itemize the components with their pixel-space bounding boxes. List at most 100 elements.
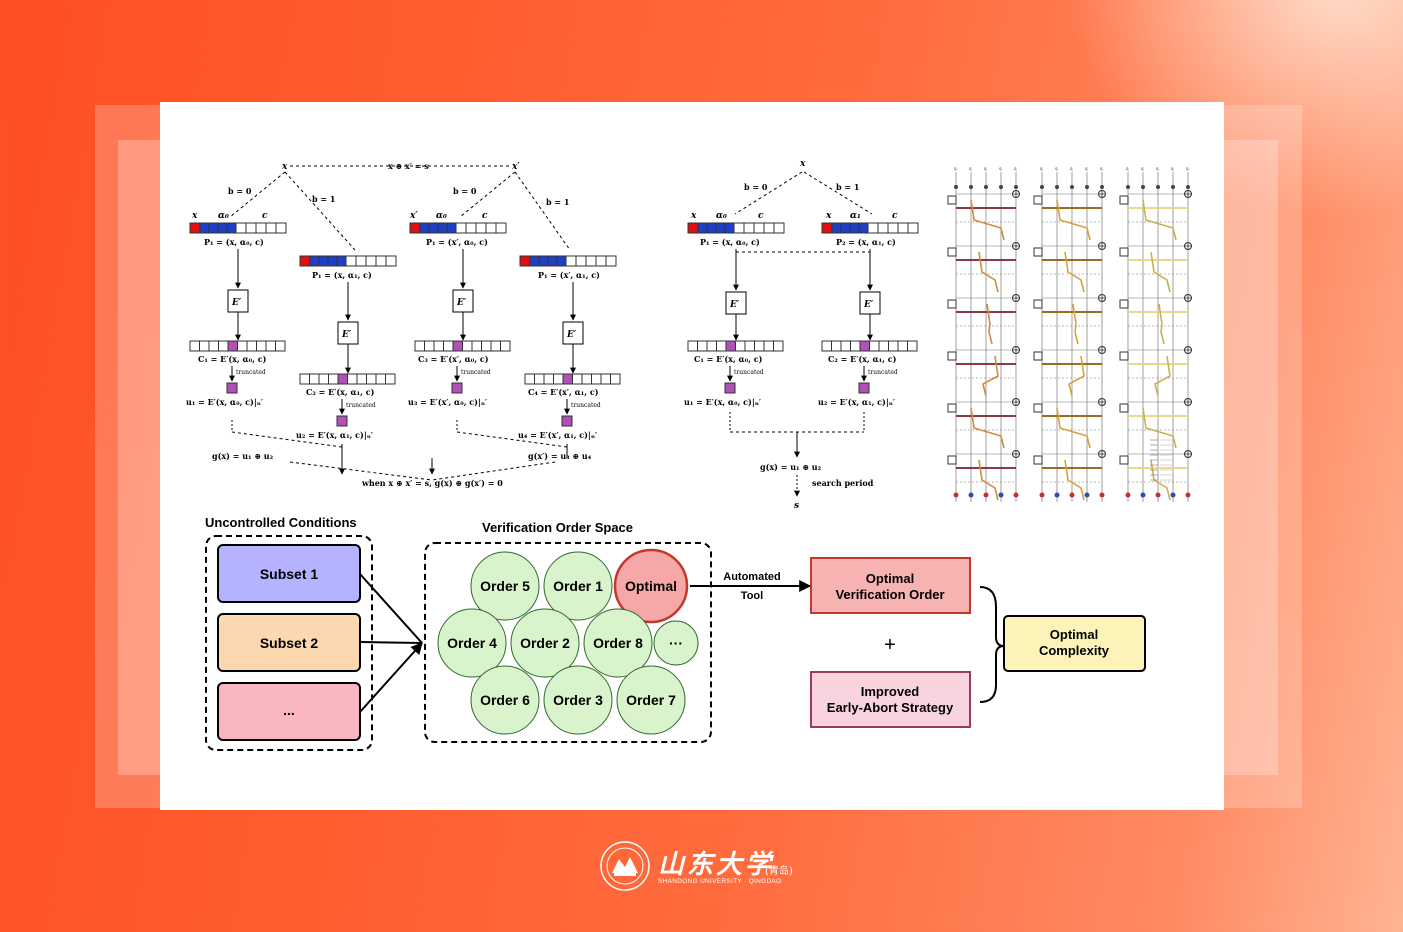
c-reg-cell (414, 340, 425, 352)
reg-cell-white (773, 222, 785, 234)
circuit-path (978, 251, 999, 293)
c-reg-cell (208, 340, 219, 352)
left-in-c: c (262, 211, 268, 221)
gate-box (1033, 195, 1043, 205)
circuit-path (1064, 251, 1085, 293)
c-reg-cell (452, 340, 463, 352)
c-reg-cell (754, 340, 765, 352)
reg-cell-red (299, 255, 311, 267)
left-in-xp: x′ (409, 211, 418, 221)
c-reg-cell (562, 373, 573, 385)
c-reg-cell (907, 340, 918, 352)
reg-cell-blue (831, 222, 842, 234)
left-c3: C₃ = E′(x′, α₀, c) (418, 354, 489, 364)
gate-box (1119, 247, 1129, 257)
c-reg-cell (246, 340, 257, 352)
order-label: Order 6 (480, 692, 530, 708)
c-reg-cell (462, 340, 473, 352)
left-b1-a: b = 1 (312, 194, 335, 204)
left-construction-diagram: x x ⊕ x′ = s x′ b = 0 b = 1 b = 0 b = 1 … (186, 161, 621, 488)
reg-cell-white (605, 255, 617, 267)
left-e1: E′ (231, 298, 242, 308)
left-var-xp: x′ (511, 162, 520, 172)
space-title: Verification Order Space (482, 520, 633, 535)
gate-box (1033, 299, 1043, 309)
c-reg-cell (375, 373, 386, 385)
logo-campus-cn: (青岛) (765, 866, 793, 877)
combine-brace (979, 586, 1005, 703)
reg-cell-blue (428, 222, 439, 234)
reg-cell-blue (697, 222, 708, 234)
reg-cell-blue (529, 255, 540, 267)
circuit-path (986, 303, 993, 345)
gate-box (1119, 299, 1129, 309)
mid-b0: b = 0 (744, 182, 768, 192)
reg-cell-white (565, 255, 577, 267)
gate-box (947, 403, 957, 413)
reg-cell-red (687, 222, 699, 234)
mid-e2: E′ (863, 300, 874, 310)
circuit-path (970, 407, 1005, 449)
reg-cell-white (465, 222, 477, 234)
c-reg-cell (543, 373, 554, 385)
order-label: ··· (669, 635, 683, 651)
left-u4: u₄ = E′(x′, α₁, c)|ₙ′ (518, 430, 597, 440)
reg-cell-white (355, 255, 367, 267)
reg-cell-red (821, 222, 833, 234)
subset-1-box (217, 544, 361, 603)
reg-cell-white (375, 255, 387, 267)
reg-cell-blue (858, 222, 869, 234)
gate-box (1119, 403, 1129, 413)
reg-cell-red (519, 255, 531, 267)
left-e4: E′ (566, 330, 577, 340)
reg-cell-blue (419, 222, 430, 234)
left-gxp: g(x′) = u₃ ⊕ u₄ (528, 451, 592, 461)
c-reg-cell (821, 340, 832, 352)
mid-e1: E′ (729, 300, 740, 310)
mid-search: search period (812, 478, 874, 488)
gate-box (1033, 247, 1043, 257)
order-label: Order 8 (593, 635, 643, 651)
left-in-a0: α₀ (218, 211, 229, 221)
tool-line2: Tool (741, 590, 763, 602)
subset-1-label: Subset 1 (260, 566, 319, 582)
c-reg-cell (600, 373, 611, 385)
circuit-dot (1070, 185, 1074, 189)
c-reg-cell (831, 340, 842, 352)
c-reg-cell (199, 340, 210, 352)
circuit-dot (1156, 185, 1160, 189)
register-p2 (299, 255, 397, 267)
c-reg-cell (735, 340, 746, 352)
reg-cell-white (897, 222, 909, 234)
order-circle (437, 608, 507, 678)
mid-trunc1: truncated (734, 369, 764, 376)
middle-construction-diagram: x b = 0 b = 1 x α₀ c x α₁ c P₁ = (x, α₀,… (684, 159, 919, 511)
reg-cell-blue (446, 222, 457, 234)
optimal-order-line2: Verification Order (835, 587, 944, 602)
reg-cell-red (189, 222, 201, 234)
circuit-dot (1039, 492, 1045, 498)
reg-cell-blue (226, 222, 237, 234)
c-reg-cell (265, 340, 276, 352)
circuit-dot (1084, 492, 1090, 498)
wire-label: q (1141, 166, 1144, 171)
reg-cell-white (255, 222, 267, 234)
reg-cell-white (753, 222, 765, 234)
figure-panel: x x ⊕ x′ = s x′ b = 0 b = 1 b = 0 b = 1 … (160, 102, 1224, 810)
gate-box (947, 351, 957, 361)
reg-cell-white (475, 222, 487, 234)
reg-cell-white (585, 255, 597, 267)
mid-c1: C₁ = E′(x, α₀, c) (694, 354, 763, 364)
optimal-order-line1: Optimal (866, 571, 914, 586)
gate-box (1119, 195, 1129, 205)
order-label: Order 2 (520, 635, 570, 651)
complexity-line2: Complexity (1039, 643, 1110, 658)
left-b0-b: b = 0 (453, 186, 477, 196)
wire-label: q (1186, 166, 1189, 171)
mid-p2: P₂ = (x, α₁, c) (836, 237, 896, 247)
left-p4: P₁ = (x′, α₁, c) (538, 270, 600, 280)
reg-cell-blue (840, 222, 851, 234)
c-reg-cell (591, 373, 602, 385)
c-reg-cell (878, 340, 889, 352)
gate-box (947, 247, 957, 257)
